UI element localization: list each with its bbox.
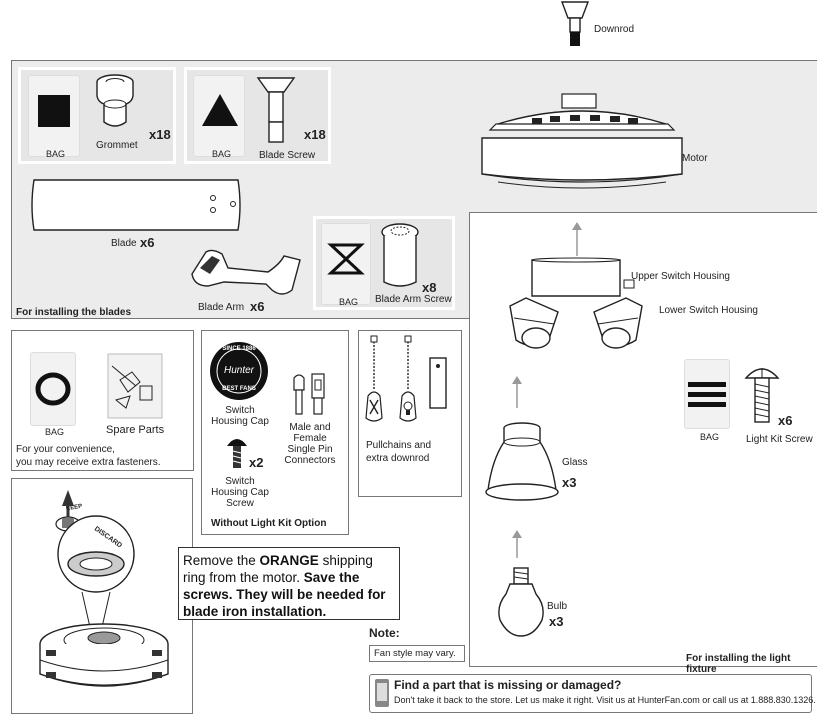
bag-label: BAG [700, 432, 720, 442]
switch-housing-cap-illustration [210, 342, 268, 400]
bulb-illustration [498, 567, 544, 637]
switch-housing-cap-label: Switch Housing Cap [211, 405, 269, 427]
extra-fasteners-line-2: you may receive extra fasteners. [16, 457, 161, 468]
cap-logo-bot: BEST FANS [222, 386, 256, 392]
connectors-label: Male and Female Single Pin Connectors [284, 422, 336, 466]
glass-label: Glass [562, 457, 588, 468]
blade-screw-qty: x18 [304, 127, 326, 142]
blade-arm-illustration [191, 249, 301, 295]
bag-label: BAG [46, 149, 66, 159]
arrow-up-icon [572, 222, 582, 256]
motor-illustration [481, 93, 683, 189]
footer-text: Don't take it back to the store. Let us … [394, 695, 816, 705]
pullchains-line-1: Pullchains and [366, 440, 432, 451]
bag-hourglass [321, 223, 371, 305]
phone-icon [375, 679, 389, 707]
note-title: Note: [369, 626, 400, 640]
pullchains-illustration [365, 335, 447, 422]
blade-qty: x6 [140, 235, 155, 250]
motor-shipping-ring-illustration [39, 490, 169, 687]
blade-arm-screw-illustration [381, 223, 419, 287]
hourglass-icon [327, 243, 365, 275]
downrod-illustration [560, 1, 590, 46]
spare-parts-bag-illustration [107, 353, 163, 419]
grommet-illustration [96, 74, 134, 127]
light-kit-screw-qty: x6 [778, 413, 793, 428]
bag-label: BAG [212, 149, 232, 159]
cap-screw-qty: x2 [249, 455, 264, 470]
lower-switch-housing-label: Lower Switch Housing [659, 305, 758, 316]
bulb-label: Bulb [547, 601, 568, 612]
shipping-note-callout: Remove the ORANGE shipping ring from the… [178, 547, 400, 620]
cap-screw-illustration [227, 439, 247, 468]
cap-logo-top: SINCE 1886 [222, 346, 256, 352]
downrod-label: Downrod [594, 24, 635, 35]
stripes-icon [688, 382, 726, 387]
motor-label: Motor [682, 153, 708, 164]
blade-label: Blade [111, 238, 137, 249]
connectors-illustration [293, 373, 325, 415]
bulb-qty: x3 [549, 614, 564, 629]
blade-illustration [31, 179, 241, 231]
blades-section-label: For installing the blades [16, 307, 132, 318]
note-text: Fan style may vary. [374, 648, 456, 659]
missing-part-banner [369, 674, 812, 713]
extra-fasteners-line-1: For your convenience, [16, 444, 115, 455]
grommet-label: Grommet [96, 140, 138, 151]
light-kit-screw-illustration [744, 368, 780, 423]
spare-parts-label: Spare Parts [106, 424, 165, 436]
bag-label: BAG [339, 297, 359, 307]
glass-qty: x3 [562, 475, 577, 490]
upper-switch-housing-label: Upper Switch Housing [631, 271, 730, 282]
blade-arm-screw-qty: x8 [422, 280, 437, 295]
glass-illustration [485, 422, 559, 501]
without-light-kit-label: Without Light Kit Option [211, 518, 327, 529]
bag-label: BAG [45, 427, 65, 437]
cap-logo-mid: Hunter [223, 365, 254, 376]
note-box: Fan style may vary. [369, 645, 465, 662]
blade-arm-label: Blade Arm [198, 302, 245, 313]
blade-arm-screw-label: Blade Arm Screw [375, 294, 452, 305]
cap-screw-label: Switch Housing Cap Screw [211, 476, 269, 509]
blade-screw-illustration [256, 77, 296, 143]
switch-housing-illustration [509, 257, 643, 349]
blade-arm-qty: x6 [250, 299, 265, 314]
triangle-icon [202, 94, 238, 126]
grommet-qty: x18 [149, 127, 171, 142]
blade-screw-label: Blade Screw [259, 150, 316, 161]
o-ring-icon [35, 372, 71, 406]
arrow-up-icon [512, 530, 522, 558]
square-icon [38, 95, 70, 127]
arrow-up-icon [512, 376, 522, 408]
shipping-note-text: Remove the ORANGE shipping ring from the… [183, 553, 386, 619]
light-fixture-section-label: For installing the light fixture [686, 653, 791, 675]
light-kit-screw-label: Light Kit Screw [746, 434, 813, 445]
footer-headline: Find a part that is missing or damaged? [394, 678, 622, 692]
pullchains-line-2: extra downrod [366, 453, 430, 464]
